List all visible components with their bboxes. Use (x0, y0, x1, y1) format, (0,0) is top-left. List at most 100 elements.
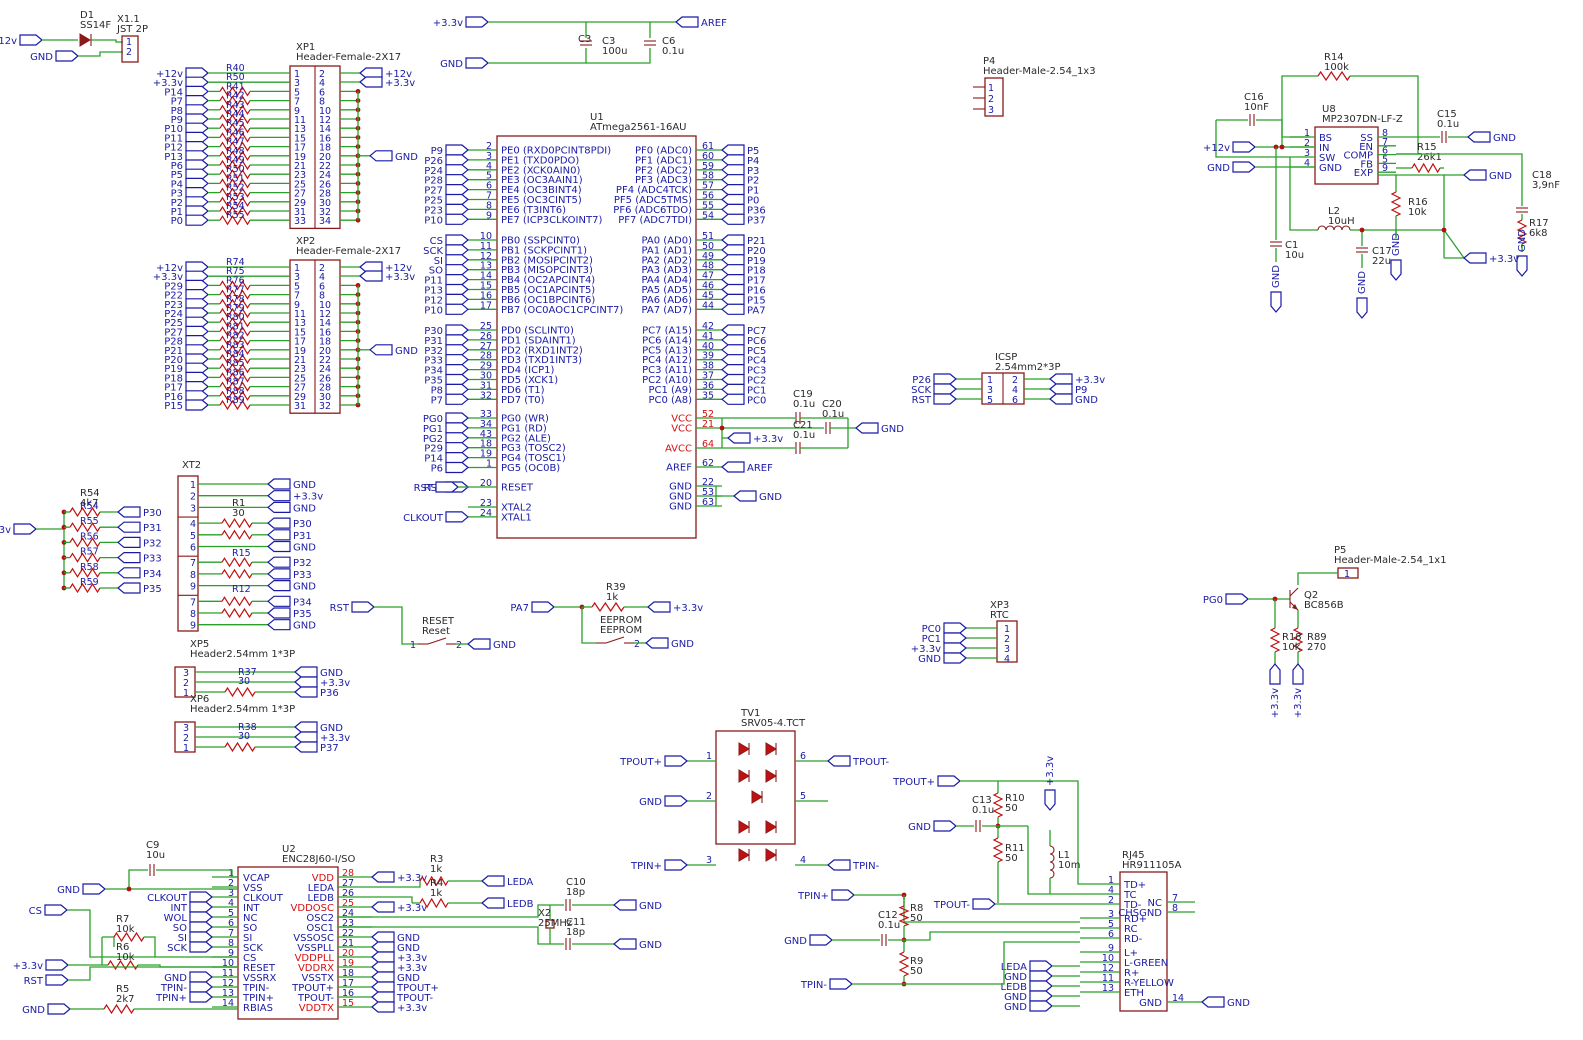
wire (338, 904, 564, 918)
u1-pin-number: 37 (702, 371, 714, 382)
u1-net-flag (721, 274, 745, 286)
x1-value: JST 2P (116, 24, 148, 35)
u1-pin-number: 25 (480, 321, 492, 332)
u1-pin-number: 58 (702, 171, 714, 182)
u1-net-label: PG2 (423, 434, 443, 445)
u2-pin-name: VSS (243, 883, 263, 894)
xp1-pin-l: 11 (294, 115, 306, 126)
u1-pin-number: 4 (486, 161, 492, 172)
xp1-net-flag (185, 113, 209, 125)
xp2-pin-r: 18 (319, 337, 331, 348)
p33-l1-flag (1044, 789, 1056, 811)
xp1-net-label: P11 (164, 133, 183, 144)
u2-pin-name: TPOUT+ (291, 983, 334, 994)
u1-power-name: VCC (671, 424, 692, 435)
tv1-net-flag (664, 755, 688, 767)
gnd-u8-flag (1232, 161, 1256, 173)
xp2-net-flag (185, 399, 209, 411)
rj45-led-net-label: GND (1004, 1002, 1027, 1013)
u1-net-label: P12 (424, 295, 443, 306)
u1-pin-name: PC4 (A12) (642, 355, 692, 366)
c18-ref: C18 (1532, 170, 1552, 181)
u2-net-flag (371, 871, 395, 883)
xp3-body (996, 620, 1018, 663)
wire (427, 637, 447, 645)
icsp-net-label: P9 (1075, 385, 1087, 396)
u2-pin-number: 4 (228, 898, 234, 909)
u1-pin-number: 28 (480, 351, 492, 362)
rj45-pin-number: 4 (1108, 885, 1114, 896)
xp2-res-ref: R83 (226, 340, 245, 351)
resistor-symbol (1269, 627, 1281, 653)
r54-value: 4k7 (80, 498, 99, 509)
u1-net-flag (445, 373, 469, 386)
rst-u2-label: RST (24, 976, 44, 987)
xp2-res-ref: R79 (226, 303, 245, 314)
tv1-pin: 1 (706, 751, 712, 762)
xp1-pin-r: 14 (319, 124, 331, 135)
xp5-pin: 1 (183, 688, 189, 699)
rj45-pin-name: R+ (1124, 968, 1139, 979)
xp2-net-flag (185, 298, 209, 310)
u1-net-flag (721, 334, 745, 346)
xp1-res-ref: R52 (226, 183, 245, 194)
u1-pin-name: PE2 (XCK0AIN0) (501, 165, 580, 176)
p33-r18-label: +3.3v (1270, 688, 1281, 718)
tv1-net-label: TPOUT- (852, 757, 890, 768)
reset-pin1: 1 (410, 640, 416, 651)
r54-net-flag (117, 582, 141, 594)
u2-pin-number: 27 (342, 878, 354, 889)
u1-pin-name: PA5 (AD5) (642, 285, 693, 296)
xp5-value: Header2.54mm 1*3P (190, 649, 295, 660)
xp2-net-label: +3.3v (153, 272, 183, 283)
xt2-net-flag (267, 607, 291, 619)
u1-pin-number: 5 (486, 171, 492, 182)
u1-net-flag (445, 461, 469, 474)
xp2-res-ref: R84 (226, 349, 245, 360)
xp2-net-flag (185, 335, 209, 347)
u8-pin-name: FB (1360, 159, 1373, 170)
u1-pin-number: 54 (702, 210, 714, 221)
u1-net-label: P33 (424, 356, 443, 367)
icsp-net-label: GND (1075, 395, 1098, 406)
u1-power-number: 53 (702, 487, 714, 498)
gnd-r5-label: GND (22, 1005, 45, 1016)
xp1-net-label: P13 (164, 152, 183, 163)
pa7-r39-flag (531, 601, 555, 613)
xp2-pin-l: 29 (294, 392, 306, 403)
r54-res-ref: R59 (80, 577, 99, 588)
xp1-pin-r: 34 (319, 216, 331, 227)
p33-r39-label: +3.3v (673, 603, 703, 614)
icsp-pin: 5 (987, 395, 993, 406)
tv1-pin: 6 (800, 751, 806, 762)
xp1-pin-l: 25 (294, 179, 306, 190)
xp3-net-flag (943, 652, 967, 664)
c21-ref: C21 (793, 420, 813, 431)
u8-ref: U8 (1322, 104, 1336, 115)
u1-net-flag (445, 213, 469, 225)
inductor-coil (1049, 869, 1055, 879)
tpin-p-rj-label: TPIN+ (797, 891, 829, 902)
icsp-net-label: P26 (912, 375, 931, 386)
u1-pin-name: PF7 (ADC7TDI) (618, 215, 692, 226)
wire (854, 894, 1080, 923)
u1-pin-number: 19 (480, 449, 492, 460)
u1-net-flag (445, 432, 469, 444)
u1-power-number: 22 (702, 477, 714, 488)
u2-pin-name: OSC2 (306, 913, 334, 924)
tv1-net-flag (664, 859, 688, 871)
icsp-value: 2.54mm2*3P (995, 362, 1061, 373)
xp1-pin-r: 24 (319, 170, 331, 181)
r4-ref: R4 (430, 878, 443, 889)
xp1-pin-l: 15 (294, 133, 306, 144)
p33-r39-flag (647, 601, 671, 613)
xp1-pin-l: 9 (294, 106, 300, 117)
inductor-coil (1317, 225, 1327, 231)
p4-header (984, 77, 1004, 117)
xp1-net-flag (185, 177, 209, 189)
u2-pin-name: VSSOSC (293, 933, 334, 944)
u1-pin-name: PC0 (A8) (648, 395, 692, 406)
xp3-net-flag (943, 622, 967, 634)
u2-net-flag (189, 981, 213, 993)
p33-out-flag (1463, 252, 1487, 264)
